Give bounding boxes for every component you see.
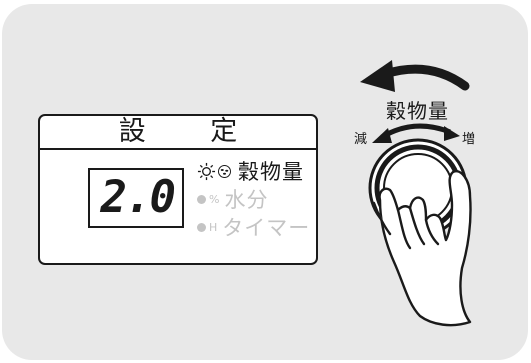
increase-label: 増 <box>462 132 476 147</box>
mode-label-timer: タイマー <box>222 216 311 240</box>
knob-title: 穀物量 <box>386 99 449 123</box>
indicator-dot <box>197 222 206 232</box>
hand-icon <box>372 170 472 327</box>
mode-symbol-percent: % <box>209 192 220 206</box>
mode-timer: H タイマー <box>197 214 310 240</box>
mode-moisture: % 水分 <box>197 186 268 212</box>
decrease-label: 減 <box>354 132 368 147</box>
mode-label-moisture: 水分 <box>224 188 269 212</box>
sun-icon <box>197 162 216 180</box>
mode-label-grain: 穀物量 <box>238 160 304 184</box>
settings-display: 設 定 2.0 穀物量 % 水分 H タイマー <box>38 114 318 265</box>
display-title: 設 定 <box>40 116 316 150</box>
adjust-arc-icon <box>372 123 460 143</box>
mode-symbol-hour: H <box>209 220 218 234</box>
rice-grain-icon <box>218 164 231 178</box>
lcd-readout: 2.0 <box>88 168 184 228</box>
indicator-dot <box>197 194 206 204</box>
rotate-arrow-icon <box>360 60 470 92</box>
lcd-value: 2.0 <box>100 172 176 223</box>
mode-grain-amount: 穀物量 <box>197 158 304 184</box>
